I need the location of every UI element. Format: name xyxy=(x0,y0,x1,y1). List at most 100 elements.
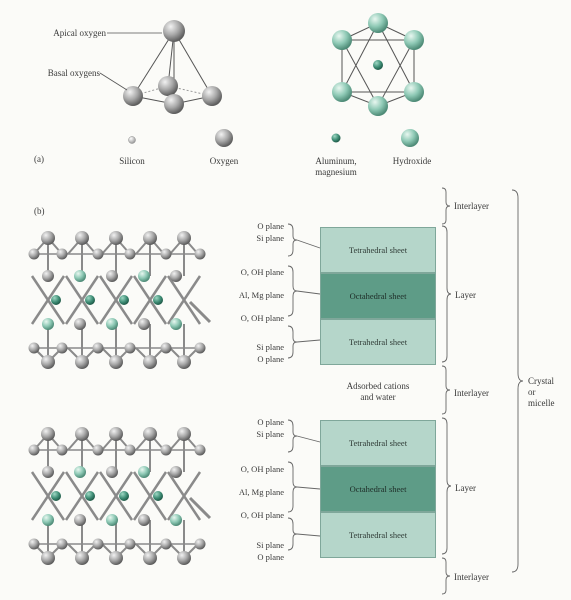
layer-label: Layer xyxy=(455,290,476,300)
apical-oxygen-label: Apical oxygen xyxy=(53,28,106,38)
oxygen-atom xyxy=(138,514,150,526)
si-plane-label: Si plane xyxy=(256,429,284,439)
aluminum-atom xyxy=(153,295,163,305)
oxygen-legend-label: Oxygen xyxy=(209,156,239,166)
oxygen-atom xyxy=(28,444,40,456)
part-b-label: (b) xyxy=(34,206,45,216)
oxygen-atom xyxy=(194,444,206,456)
and-water-label: and water xyxy=(360,392,396,402)
tetrahedral-sheet: Tetrahedral sheet xyxy=(320,319,436,365)
right-braces xyxy=(441,187,524,595)
aluminum-atom xyxy=(373,60,383,70)
oxygen-atom xyxy=(124,538,136,550)
oxygen-atom xyxy=(75,551,89,565)
oxygen-atom xyxy=(138,318,150,330)
oxygen-atom xyxy=(143,231,157,245)
basal-oxygens-label: Basal oxygens xyxy=(47,68,100,78)
oxygen-atom xyxy=(74,514,86,526)
oxygen-atom xyxy=(42,466,54,478)
oxygen-atom xyxy=(92,342,104,354)
oxygen-atom xyxy=(92,248,104,260)
oxygen-atom xyxy=(75,427,89,441)
oxygen-atom xyxy=(42,270,54,282)
oxygen-atom xyxy=(41,551,55,565)
aluminum-legend-atom xyxy=(331,133,341,143)
crystal-label: Crystal xyxy=(528,376,554,386)
interlayer-label: Interlayer xyxy=(454,572,489,582)
o-oh-plane-label: O, OH plane xyxy=(240,267,284,277)
oxygen-atom xyxy=(160,538,172,550)
si-plane-label: Si plane xyxy=(256,233,284,243)
basal-oxygen-atom xyxy=(164,94,184,114)
magnesium-legend-label: magnesium xyxy=(315,167,357,177)
oxygen-atom xyxy=(170,270,182,282)
oxygen-atom xyxy=(109,551,123,565)
tetrahedral-sheet: Tetrahedral sheet xyxy=(320,420,436,466)
hydroxide-atom xyxy=(106,514,118,526)
hydroxide-atom xyxy=(74,270,86,282)
oxygen-atom xyxy=(109,355,123,369)
oxygen-atom xyxy=(74,318,86,330)
hydroxide-atom xyxy=(170,318,182,330)
oxygen-atom xyxy=(92,444,104,456)
oxygen-atom xyxy=(56,342,68,354)
oxygen-atom xyxy=(28,538,40,550)
oxygen-atom xyxy=(56,248,68,260)
hydroxide-atom xyxy=(42,318,54,330)
tetrahedron-model xyxy=(99,20,222,114)
oxygen-atom xyxy=(124,444,136,456)
hydroxide-atom xyxy=(138,270,150,282)
al-mg-plane-label: Al, Mg plane xyxy=(238,487,284,497)
atom-legend xyxy=(128,129,419,147)
aluminum-atom xyxy=(119,491,129,501)
hydroxide-atom xyxy=(170,514,182,526)
aluminum-atom xyxy=(85,491,95,501)
oxygen-atom xyxy=(41,355,55,369)
silicon-legend-label: Silicon xyxy=(119,156,145,166)
o-plane-label: O plane xyxy=(257,552,284,562)
si-plane-label: Si plane xyxy=(256,342,284,352)
oxygen-atom xyxy=(109,427,123,441)
oxygen-atom xyxy=(106,270,118,282)
o-plane-label: O plane xyxy=(257,221,284,231)
part-a-label: (a) xyxy=(34,154,44,164)
oxygen-atom xyxy=(160,444,172,456)
oxygen-atom xyxy=(106,466,118,478)
basal-oxygen-atom xyxy=(202,86,222,106)
oxygen-atom xyxy=(177,231,191,245)
oxygen-atom xyxy=(109,231,123,245)
hydroxide-atom xyxy=(138,466,150,478)
hydroxide-legend-atom xyxy=(401,129,419,147)
oxygen-atom xyxy=(124,342,136,354)
o-plane-label: O plane xyxy=(257,417,284,427)
octahedron-model xyxy=(332,13,424,116)
clay-layer-structure-bottom xyxy=(28,427,212,565)
oxygen-atom xyxy=(160,248,172,260)
basal-oxygen-atom xyxy=(123,86,143,106)
oxygen-atom xyxy=(160,342,172,354)
si-plane-label: Si plane xyxy=(256,540,284,550)
hydroxide-legend-label: Hydroxide xyxy=(392,156,432,166)
oxygen-atom xyxy=(28,248,40,260)
aluminum-legend-label: Aluminum, xyxy=(315,156,357,166)
oxygen-atom xyxy=(177,355,191,369)
oxygen-atom xyxy=(194,538,206,550)
silicon-legend-atom xyxy=(128,136,136,144)
oxygen-atom xyxy=(75,355,89,369)
tetrahedral-sheet: Tetrahedral sheet xyxy=(320,227,436,273)
aluminum-atom xyxy=(85,295,95,305)
oxygen-atom xyxy=(41,231,55,245)
oxygen-atom xyxy=(177,427,191,441)
oxygen-atom xyxy=(28,342,40,354)
adsorbed-cations-label: Adsorbed cations xyxy=(346,381,410,391)
hydroxide-atom xyxy=(74,466,86,478)
micelle-label: micelle xyxy=(528,398,555,408)
oxygen-atom xyxy=(75,231,89,245)
o-plane-label: O plane xyxy=(257,354,284,364)
al-mg-plane-label: Al, Mg plane xyxy=(238,290,284,300)
o-oh-plane-label: O, OH plane xyxy=(240,464,284,474)
aluminum-atom xyxy=(119,295,129,305)
oxygen-atom xyxy=(56,444,68,456)
